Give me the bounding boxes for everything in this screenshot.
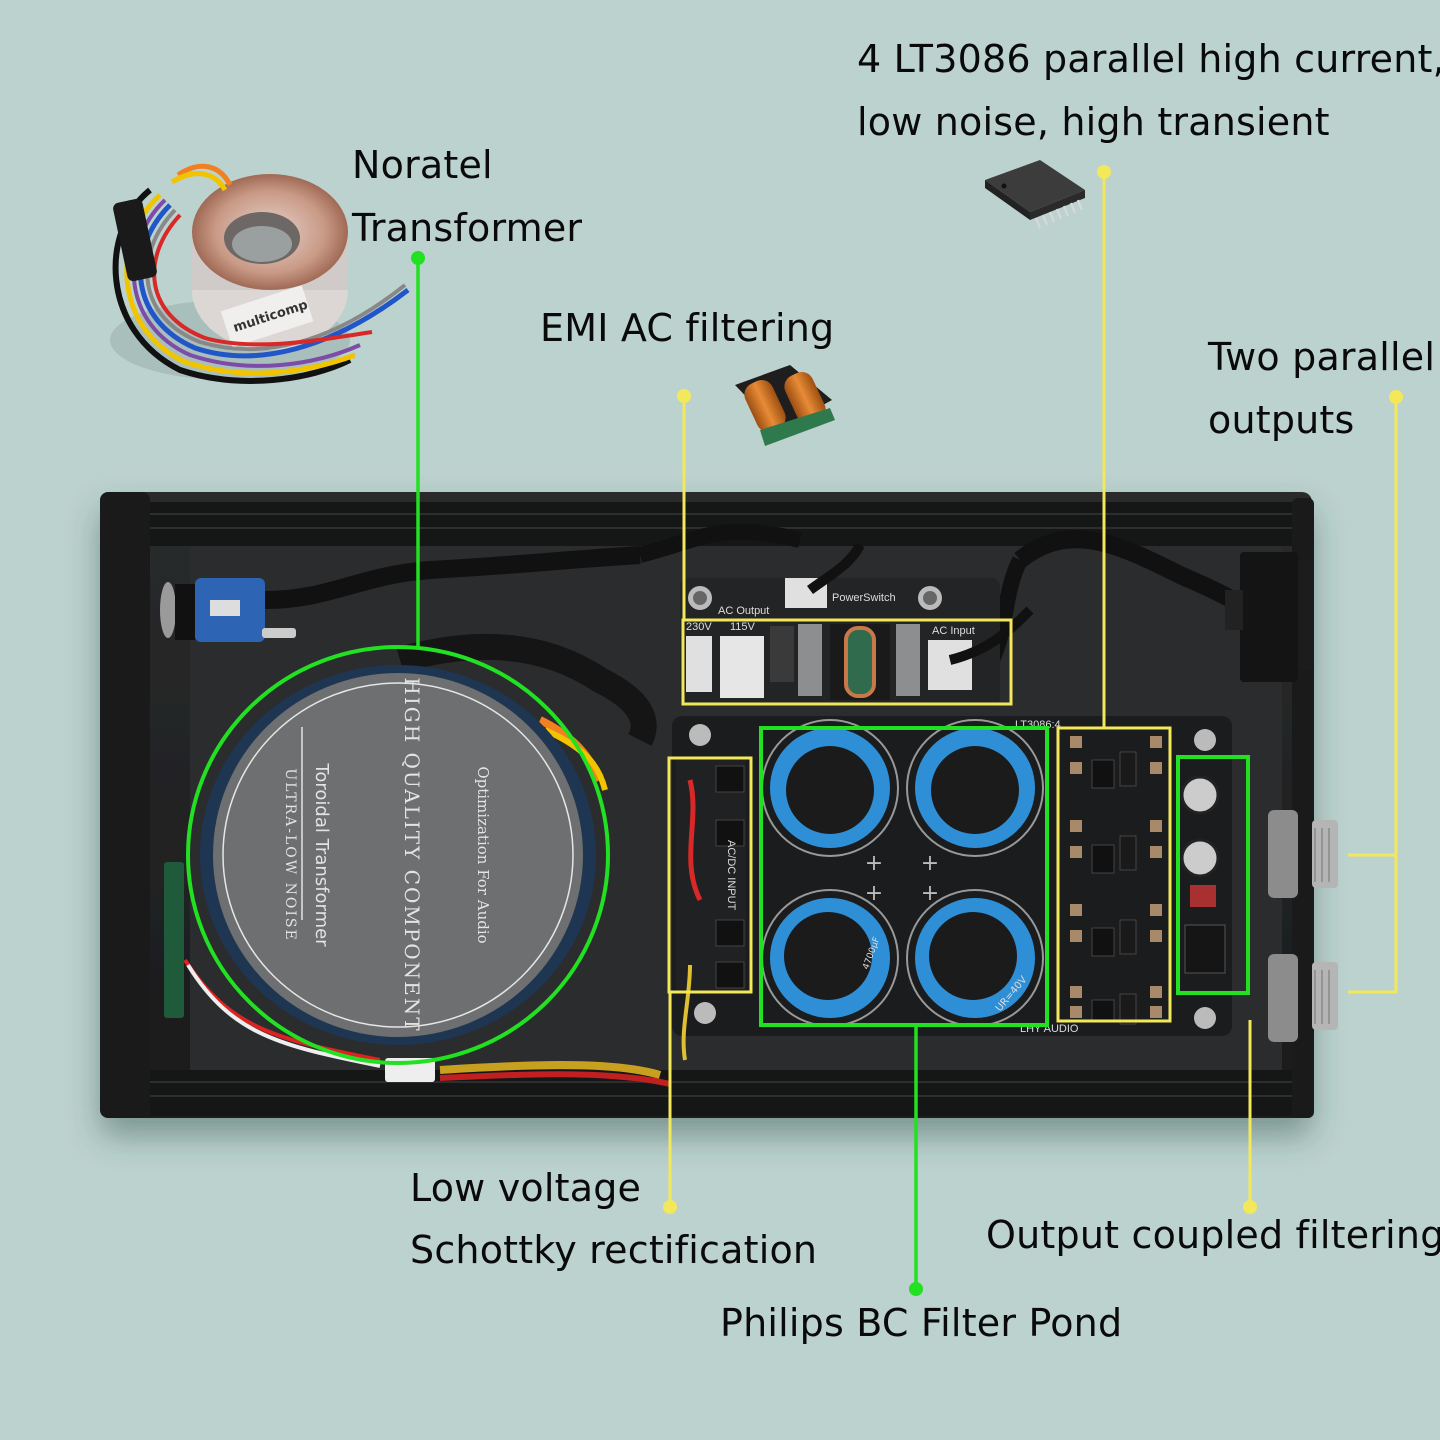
output-filter-label: Output coupled filtering bbox=[986, 1213, 1440, 1257]
regulator-label-line2: low noise, high transient bbox=[857, 100, 1330, 144]
svg-text:+: + bbox=[865, 851, 883, 876]
transformer-leader-dot bbox=[411, 251, 425, 265]
power-switch bbox=[160, 546, 641, 642]
regulator-highlight-box bbox=[1056, 726, 1172, 1023]
emi-highlight-box bbox=[681, 618, 1013, 706]
filter-label: Philips BC Filter Pond bbox=[720, 1301, 1123, 1345]
bottom-rail bbox=[150, 1070, 1292, 1116]
emi-label: EMI AC filtering bbox=[540, 306, 835, 350]
ic-chip-icon bbox=[985, 160, 1085, 229]
outputs-label-line2: outputs bbox=[1208, 398, 1355, 442]
115v-label: 115V bbox=[730, 621, 756, 633]
left-end-cap bbox=[100, 492, 150, 1118]
plate-line-quality: HIGH QUALITY COMPONENT bbox=[400, 677, 424, 1032]
ac-output-label: AC Output bbox=[718, 605, 769, 617]
plate-line-optimization: Optimization For Audio bbox=[474, 766, 492, 943]
toroidal-transformer-icon: multicomp bbox=[110, 163, 410, 384]
callout-overlays bbox=[186, 165, 1403, 1296]
regulator-label-line1: 4 LT3086 parallel high current, bbox=[857, 37, 1440, 81]
transformer-label-line2: Transformer bbox=[352, 206, 583, 250]
transformer-label-line1: Noratel bbox=[352, 143, 493, 187]
outputs-bracket bbox=[1348, 853, 1398, 994]
filter-leader-dot bbox=[909, 1282, 923, 1296]
emi-leader-dot bbox=[677, 389, 691, 403]
common-mode-choke-icon bbox=[735, 365, 835, 446]
svg-text:+: + bbox=[865, 881, 883, 906]
transformer-highlight-circle bbox=[186, 645, 610, 1065]
outputs-leader-dot bbox=[1389, 390, 1403, 404]
output-filter-leader-dot bbox=[1243, 1200, 1257, 1214]
ac-input-label: AC Input bbox=[932, 625, 975, 637]
output-jacks bbox=[1268, 810, 1338, 1042]
filter-capacitors: ++ ++ 4700µF UR=40V bbox=[761, 719, 1044, 1027]
230v-label: 230V bbox=[686, 621, 712, 633]
plate-line-ultra-low-noise: ULTRA-LOW NOISE bbox=[282, 768, 298, 941]
side-pcb bbox=[164, 862, 184, 1018]
output-filter-highlight-box bbox=[1176, 755, 1250, 995]
internal-transformer: Optimization For Audio HIGH QUALITY COMP… bbox=[200, 665, 596, 1045]
rectification-highlight-box bbox=[667, 756, 753, 994]
power-switch-label: PowerSwitch bbox=[832, 592, 896, 604]
svg-text:+: + bbox=[921, 851, 939, 876]
regulator-leader-dot bbox=[1097, 165, 1111, 179]
filter-highlight-box bbox=[759, 726, 1049, 1027]
rectification-label-line2: Schottky rectification bbox=[410, 1228, 818, 1272]
acdc-input-label: AC/DC INPUT bbox=[725, 840, 737, 911]
emi-board: AC Output PowerSwitch 230V 115V AC Input bbox=[680, 542, 1034, 706]
rectification-label-line1: Low voltage bbox=[410, 1166, 642, 1210]
svg-text:+: + bbox=[921, 881, 939, 906]
ac-input-socket bbox=[1225, 552, 1314, 682]
plate-line-toroidal: Toroidal Transformer bbox=[311, 762, 332, 947]
rectification-leader-dot bbox=[663, 1200, 677, 1214]
main-pcb: LT3086:4 LHY AUDIO AC/DC INPUT bbox=[672, 716, 1232, 1061]
outputs-label-line1: Two parallel bbox=[1208, 335, 1436, 379]
